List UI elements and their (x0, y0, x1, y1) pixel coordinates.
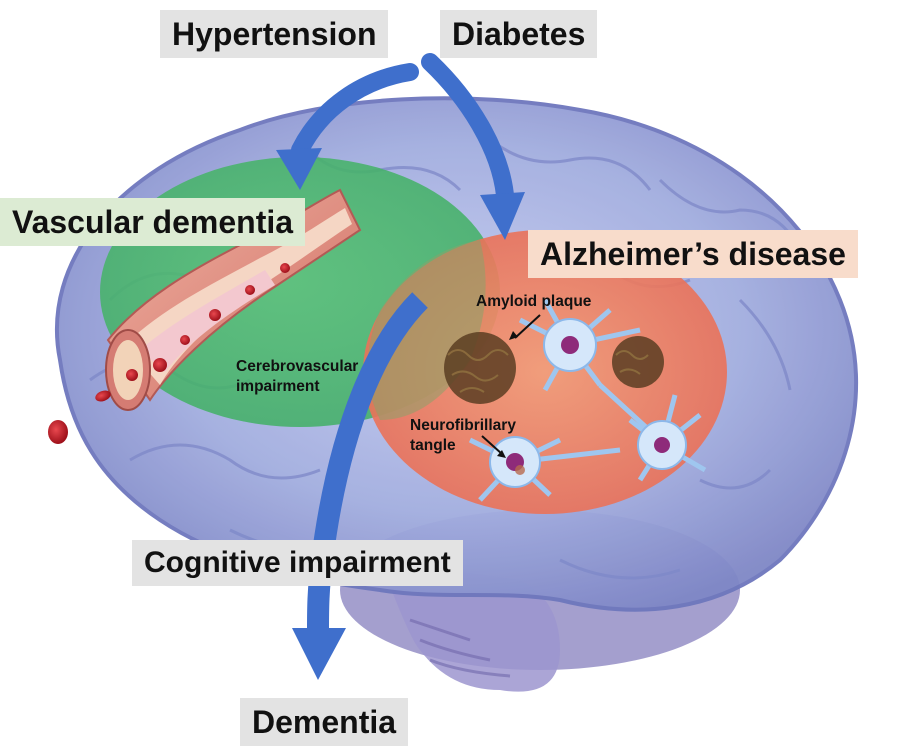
neurofibrillary-line-2: tangle (410, 437, 456, 455)
neuron-upper (518, 298, 662, 442)
neuron-right (628, 394, 707, 482)
amyloid-plaques (444, 332, 664, 404)
amyloid-plaque-left (444, 332, 516, 404)
dementia-arrow (307, 292, 428, 631)
cerebrovascular-line-2: impairment (236, 378, 320, 396)
amyloid-pointer (514, 314, 541, 339)
amyloid-plaque-right (612, 336, 664, 388)
alzheimers-label: Alzheimer’s disease (528, 230, 858, 278)
cerebrovascular-label: Cerebrovascular impairment (236, 357, 358, 397)
dementia-label: Dementia (240, 698, 409, 746)
amyloid-plaque-label: Amyloid plaque (476, 293, 592, 310)
flow-arrows (276, 53, 525, 680)
red-blood-cells (48, 390, 111, 444)
cerebrovascular-line-1: Cerebrovascular (236, 358, 359, 375)
hypertension-arrow (291, 63, 419, 159)
neurons (468, 298, 707, 502)
tangle-pointer (481, 435, 503, 455)
hypertension-label: Hypertension (160, 10, 389, 58)
pointer-arrows (481, 314, 541, 458)
vascular-dementia-label: Vascular dementia (0, 198, 306, 246)
cognitive-impairment-label: Cognitive impairment (132, 540, 463, 586)
diabetes-label: Diabetes (440, 10, 598, 58)
neurofibrillary-line-1: Neurofibrillary (410, 417, 516, 434)
diabetes-arrow (421, 53, 514, 204)
neuron-lower (468, 436, 621, 502)
neurofibrillary-label: Neurofibrillary tangle (410, 416, 516, 456)
